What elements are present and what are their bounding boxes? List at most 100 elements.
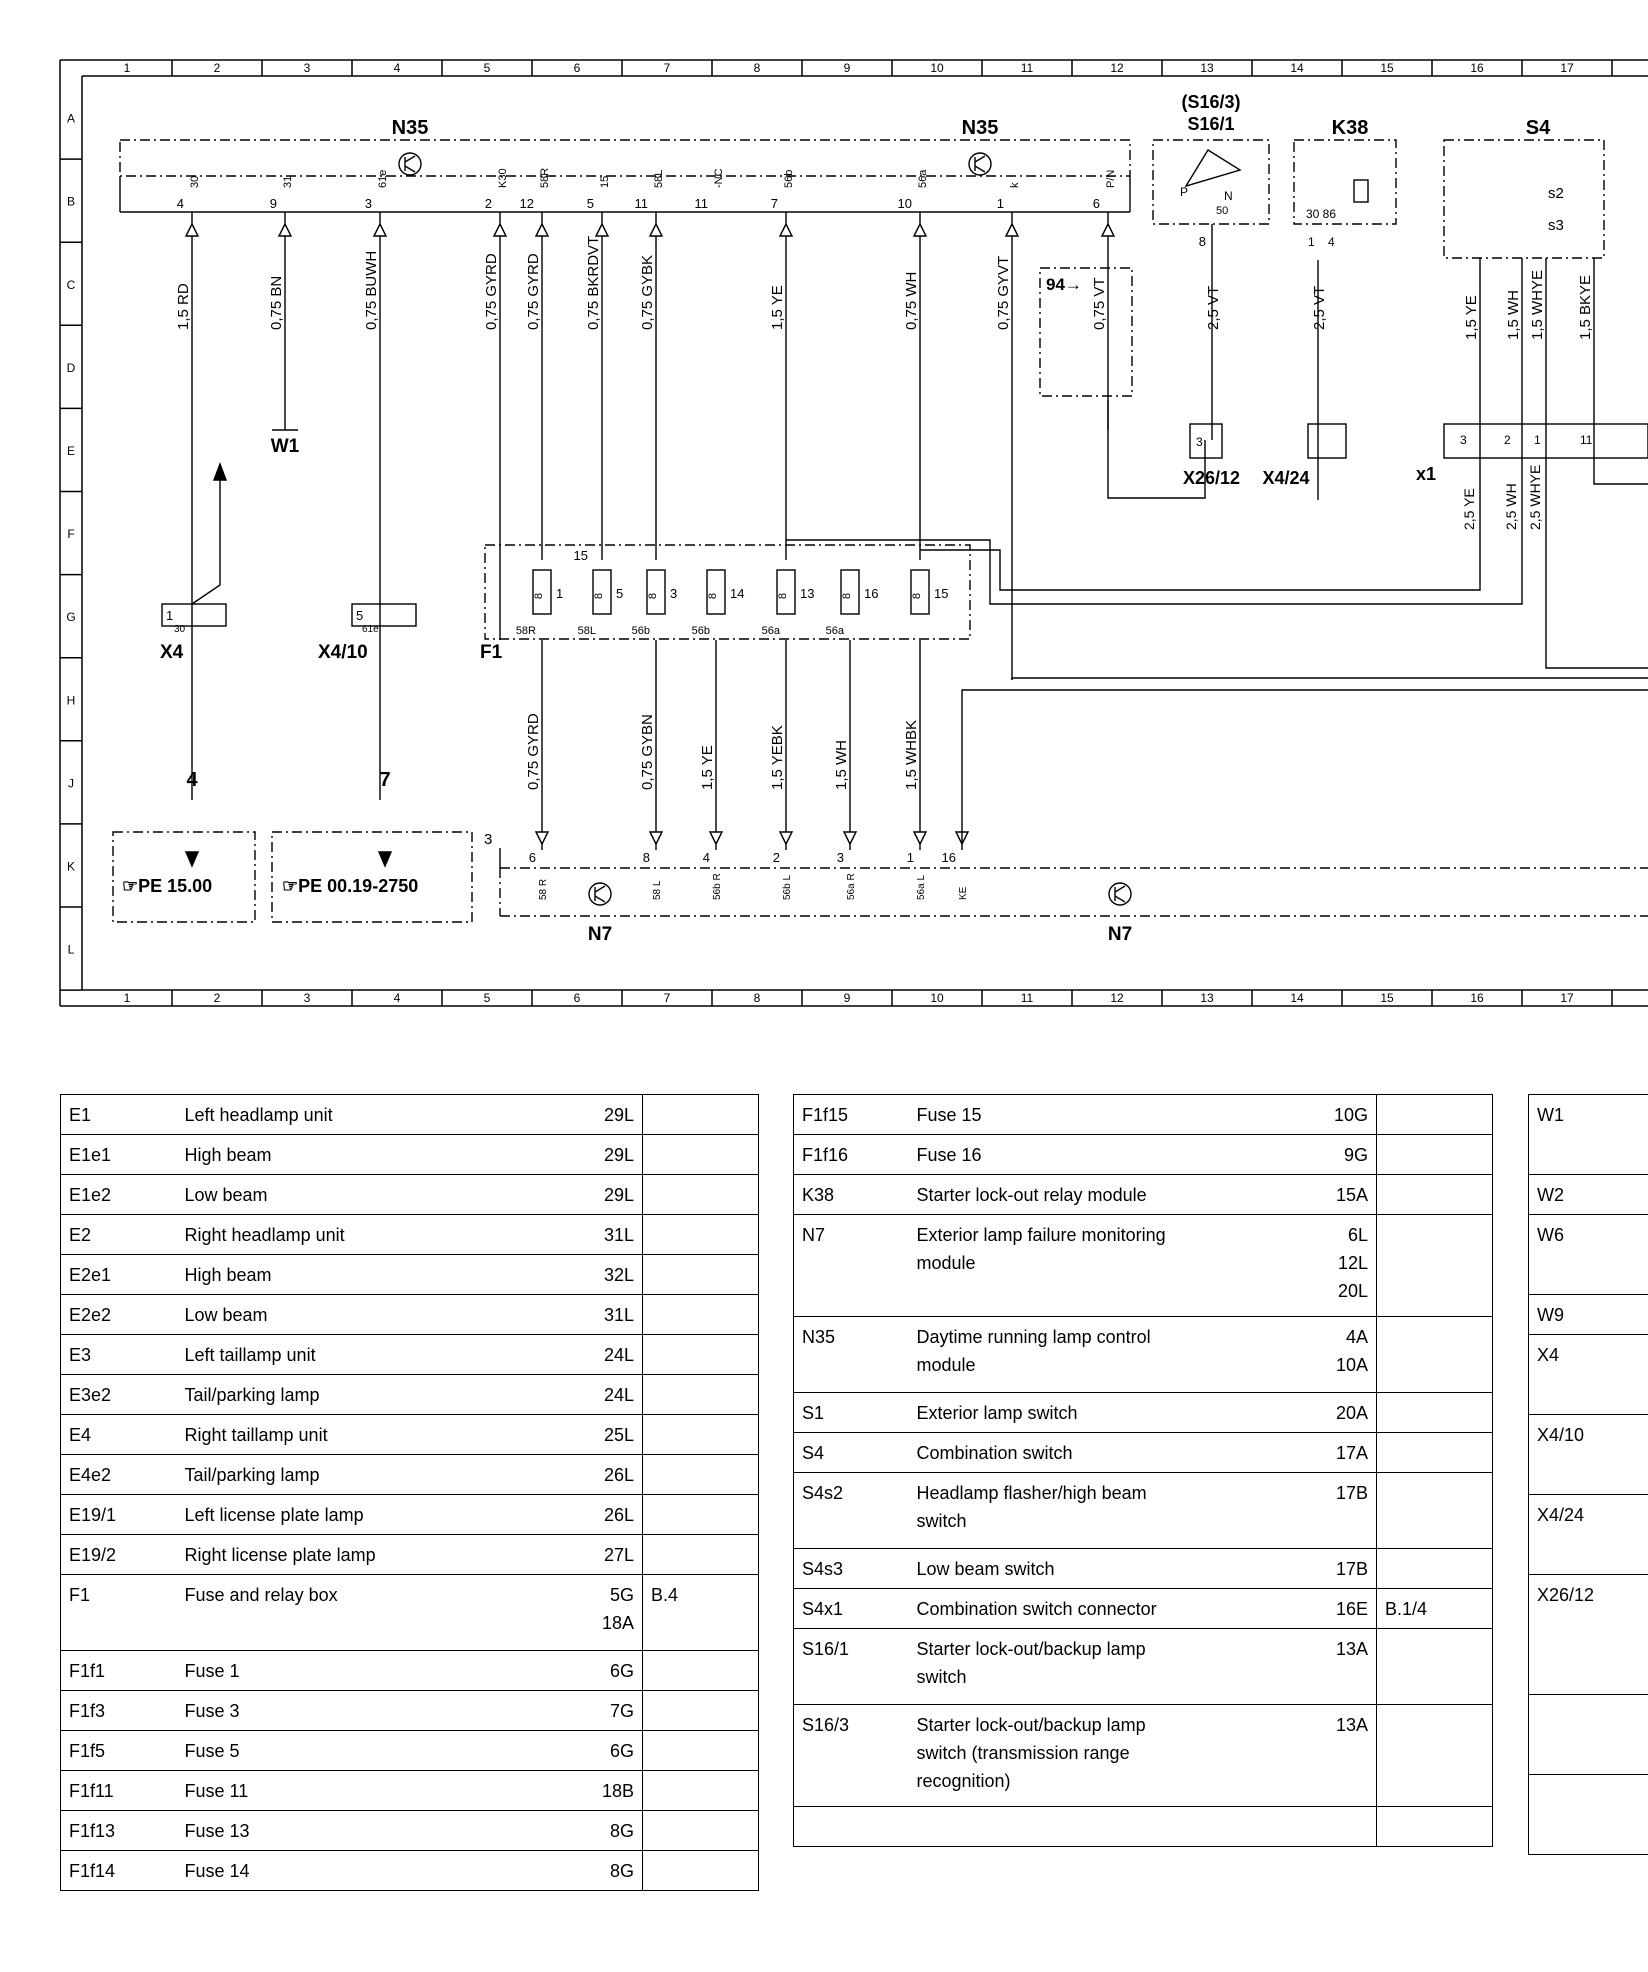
fuse-number: 13	[800, 586, 814, 601]
k-wire-route	[1011, 677, 1648, 680]
n7-label-right: N7	[1108, 924, 1132, 945]
connector-arrow	[594, 222, 610, 237]
s4-out-wire-1	[920, 460, 1481, 591]
legend-loc-cell: 9G	[1228, 1134, 1377, 1175]
x4-pin: 1	[166, 608, 173, 623]
column-label-bottom: 6	[574, 991, 581, 1005]
k38-pin-numbers: 30 86	[1306, 207, 1336, 221]
wire-label: 1,5 RD	[175, 283, 192, 330]
s4-wire-label: 1,5 YE	[1463, 295, 1480, 340]
s4-s3-label: s3	[1548, 217, 1564, 234]
connector-arrow	[912, 222, 928, 237]
column-label-top: 4	[394, 61, 401, 75]
legend-ref-cell	[642, 1850, 759, 1891]
s16-1-label: S16/1	[1187, 114, 1234, 134]
legend-code-cell: S16/3	[793, 1704, 909, 1807]
legend-code-cell	[793, 1806, 909, 1847]
column-label-bottom: 11	[1021, 991, 1034, 1005]
n7-pin-number: 2	[773, 850, 780, 865]
w1-label: W1	[271, 436, 300, 457]
legend-loc-cell: 15A	[1228, 1174, 1377, 1215]
legend-ref-cell	[1376, 1392, 1493, 1433]
legend-code-cell: W1	[1528, 1094, 1648, 1175]
column-label-bottom: 16	[1470, 991, 1484, 1005]
legend-code-cell: S1	[793, 1392, 909, 1433]
n35-terminal-label: 15	[599, 176, 611, 188]
column-label-top: 16	[1470, 61, 1484, 75]
n7-label-left: N7	[588, 924, 612, 945]
lower-wire-label: 0,75 GYBN	[639, 714, 656, 790]
n35-pin-number: 5	[587, 196, 594, 211]
legend-code-cell: K38	[793, 1174, 909, 1215]
connector-arrow	[1004, 222, 1020, 237]
legend-loc-cell: 32L	[516, 1254, 643, 1295]
legend-loc-cell: 6G	[516, 1730, 643, 1771]
row-label: J	[68, 776, 74, 790]
legend-desc-cell: Left headlamp unit	[176, 1094, 517, 1135]
column-label-top: 9	[844, 61, 851, 75]
connector-arrow	[534, 831, 550, 846]
fuse-symbol	[776, 569, 796, 615]
legend-loc-cell: 8G	[516, 1850, 643, 1891]
arrow-down-icon	[377, 851, 393, 868]
connector-arrow	[372, 222, 388, 237]
legend-code-cell: F1f3	[60, 1690, 177, 1731]
k38-label: K38	[1332, 117, 1369, 139]
pe-reference-1: ☞PE 15.00	[122, 876, 212, 896]
connector-arrow	[648, 831, 664, 846]
legend-row: X4/10	[1528, 1414, 1648, 1495]
s16-3-label: (S16/3)	[1181, 92, 1240, 112]
s16-switch-symbol	[1184, 149, 1242, 188]
legend-code-cell: N35	[793, 1316, 909, 1393]
legend-code-cell: S4s2	[793, 1472, 909, 1549]
legend-ref-cell	[1376, 1214, 1493, 1317]
legend-loc-cell: 31L	[516, 1294, 643, 1335]
n35-transistor-left-emitter	[404, 165, 416, 173]
connector-arrow	[492, 222, 508, 237]
legend-row: W9	[1528, 1294, 1648, 1335]
legend-ref-cell	[642, 1534, 759, 1575]
fuse-mark: 8	[841, 593, 853, 599]
legend-desc-cell: Low beam switch	[908, 1548, 1229, 1589]
fuse-terminal: 56a	[826, 625, 845, 637]
legend-ref-cell	[642, 1454, 759, 1495]
legend-desc-cell: Fuse and relay box	[176, 1574, 517, 1651]
ref-num-7: 7	[379, 769, 390, 791]
n35-module-box	[119, 139, 1131, 177]
n35-terminal-label: K30	[497, 168, 509, 188]
legend-ref-cell: B.1/4	[1376, 1588, 1493, 1629]
legend-ref-cell	[1376, 1472, 1493, 1549]
s16-p-label: P	[1180, 185, 1188, 199]
n35-pin-number: 7	[771, 196, 778, 211]
n35-label-left: N35	[392, 117, 429, 139]
connector-arrow	[1100, 222, 1116, 237]
column-label-bottom: 8	[754, 991, 761, 1005]
wire-label: 0,75 BUWH	[363, 251, 380, 330]
legend-ref-cell	[1376, 1316, 1493, 1393]
legend-loc-cell: 13A	[1228, 1628, 1377, 1705]
column-label-bottom: 3	[304, 991, 311, 1005]
legend-ref-cell	[642, 1334, 759, 1375]
legend-code-cell: S16/1	[793, 1628, 909, 1705]
x1-pin-1: 1	[1534, 433, 1541, 447]
legend-ref-cell	[1376, 1094, 1493, 1135]
column-label-bottom: 14	[1290, 991, 1304, 1005]
legend-code-cell: F1f1	[60, 1650, 177, 1691]
fuse-terminal: 56b	[632, 625, 650, 637]
legend-desc-cell: Left license plate lamp	[176, 1494, 517, 1535]
schematic-drawing	[112, 139, 1648, 923]
s4x1-connector	[1443, 423, 1648, 459]
k38-pin-b: 1	[1308, 235, 1315, 249]
legend-loc-cell: 17A	[1228, 1432, 1377, 1473]
